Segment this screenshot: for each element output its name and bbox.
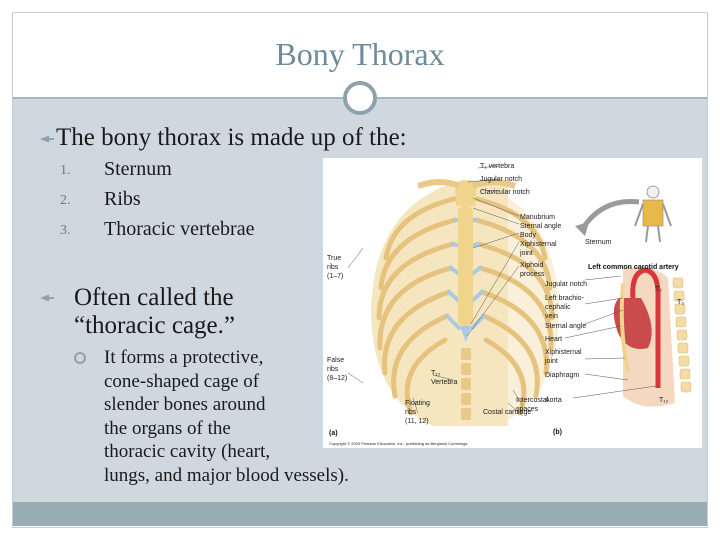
sagittal-section-view bbox=[613, 266, 692, 407]
list-number: 1. bbox=[60, 163, 71, 178]
label-false: False bbox=[327, 357, 344, 364]
sub-line: It forms a protective, bbox=[104, 347, 264, 368]
label-false-ribs-range: (8–12) bbox=[327, 375, 347, 382]
sternum-body-shape bbox=[458, 206, 473, 326]
mini-skeleton-icon bbox=[634, 185, 672, 243]
rib-cage-diagram: T₁ vertebra Jugular notch Clavicular not… bbox=[327, 163, 692, 446]
label-t3: T₃ bbox=[677, 299, 684, 306]
label-floating-ribs-range: (11, 12) bbox=[405, 418, 429, 425]
bullet-2-line-1: Often called the bbox=[74, 284, 234, 311]
sub-bullet-circle-icon bbox=[74, 352, 86, 364]
label-joint-b: joint bbox=[544, 358, 558, 365]
label-true-ribs-range: (1–7) bbox=[327, 273, 343, 280]
pointer-arrow-icon bbox=[580, 199, 640, 230]
label-xiphoid: Xiphoid bbox=[520, 262, 543, 269]
slide-title: Bony Thorax bbox=[275, 36, 445, 72]
label-joint: joint bbox=[519, 250, 533, 257]
label-aorta: Aorta bbox=[545, 397, 562, 404]
label-jugular-notch-b: Jugular notch bbox=[545, 281, 587, 288]
label-vertebra: Vertebra bbox=[431, 379, 458, 386]
label-intercostal: Intercostal bbox=[516, 397, 549, 404]
bullet-2-line-2: “thoracic cage.” bbox=[74, 312, 235, 339]
label-left-common-carotid-artery: Left common carotid artery bbox=[588, 264, 679, 271]
sub-line: the organs of the bbox=[104, 417, 231, 439]
sub-line: lungs, and major blood vessels). bbox=[104, 464, 349, 486]
label-left-brachio: Left brachio- bbox=[545, 295, 585, 302]
sub-bullet-text: It forms a protective, cone-shaped cage … bbox=[104, 346, 444, 487]
aorta-shape bbox=[630, 267, 661, 388]
label-sternal-angle: Sternal angle bbox=[520, 223, 561, 230]
label-heart: Heart bbox=[545, 336, 562, 343]
label-sternum: Sternum bbox=[585, 239, 612, 246]
label-cephalic: cephalic bbox=[545, 304, 571, 311]
label-true: True bbox=[327, 255, 341, 262]
label-vein: vein bbox=[545, 313, 558, 320]
sub-line: slender bones around bbox=[104, 394, 266, 415]
bullet-1-text: The bony thorax is made up of the: bbox=[56, 124, 407, 151]
label-floating: Floating bbox=[405, 400, 430, 407]
thorax-illustration: T₁ vertebra Jugular notch Clavicular not… bbox=[323, 158, 702, 448]
manubrium-shape bbox=[455, 180, 477, 206]
panel-label-b: (b) bbox=[553, 429, 562, 436]
xiphoid-shape bbox=[460, 326, 471, 342]
label-jugular-notch: Jugular notch bbox=[480, 176, 522, 183]
label-diaphragm: Diaphragm bbox=[545, 372, 579, 379]
label-t1-vertebra: T₁ vertebra bbox=[480, 163, 514, 170]
label-ribs: ribs bbox=[327, 366, 339, 373]
list-item-sternum: Sternum bbox=[104, 158, 172, 180]
label-xiphisternal: Xiphisternal bbox=[520, 241, 557, 248]
bullet-arrow-icon bbox=[40, 294, 54, 302]
panel-label-a: (a) bbox=[329, 430, 338, 437]
label-t12: T₁₂ bbox=[431, 370, 441, 377]
label-process: process bbox=[520, 271, 545, 278]
label-costal-cartilage: Costal cartilage bbox=[483, 409, 531, 416]
bullet-arrow-icon bbox=[40, 135, 54, 143]
label-spaces: spaces bbox=[516, 406, 539, 413]
label-sternal-angle-b: Sternal angle bbox=[545, 323, 586, 330]
slide-footer-bar bbox=[13, 502, 707, 526]
list-number: 2. bbox=[60, 193, 71, 208]
copyright-notice: Copyright © 2003 Pearson Education, Inc.… bbox=[329, 441, 468, 446]
label-xiphisternal-b: Xiphisternal bbox=[545, 349, 582, 356]
list-number: 3. bbox=[60, 223, 71, 238]
rib-cage-anterior-view bbox=[371, 179, 559, 426]
label-ribs: ribs bbox=[405, 409, 417, 416]
sub-line: thoracic cavity (heart, bbox=[104, 441, 271, 462]
label-clavicular-notch: Clavicular notch bbox=[480, 189, 530, 196]
sub-line: cone-shaped cage of bbox=[104, 370, 260, 392]
slide-frame bbox=[12, 12, 708, 528]
label-ribs: ribs bbox=[327, 264, 339, 271]
label-t12-b: T₁₂ bbox=[659, 397, 669, 404]
label-manubrium: Manubrium bbox=[520, 214, 555, 221]
label-t2: T₂ bbox=[655, 286, 662, 293]
divider-circle-ornament bbox=[343, 81, 377, 115]
bullet-2-text: Often called the “thoracic cage.” bbox=[74, 284, 324, 340]
list-item-ribs: Ribs bbox=[104, 188, 141, 210]
label-body: Body bbox=[520, 232, 536, 239]
list-item-thoracic-vertebrae: Thoracic vertebrae bbox=[104, 218, 255, 240]
